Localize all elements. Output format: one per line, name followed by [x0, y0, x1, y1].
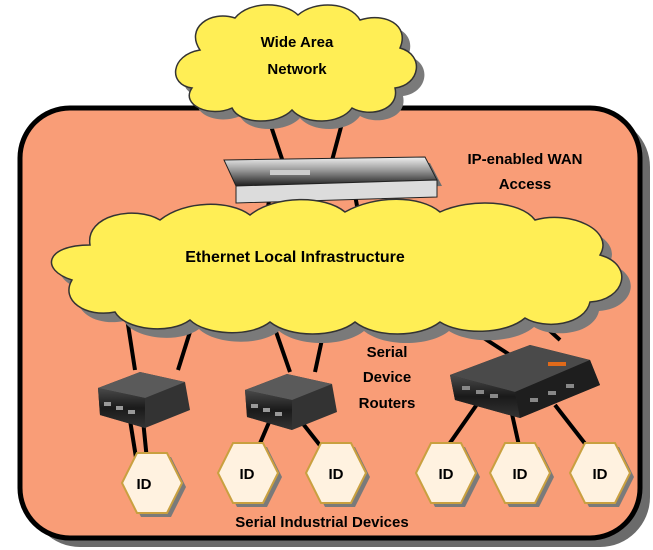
industrial-device-3-label: ID — [329, 466, 344, 483]
ethernet-cloud-label: Ethernet Local Infrastructure — [185, 249, 405, 266]
wan-cloud: Wide Area Network — [175, 4, 425, 130]
industrial-device-1: ID — [120, 452, 186, 517]
ethernet-cloud: Ethernet Local Infrastructure — [50, 198, 631, 343]
industrial-device-6: ID — [568, 442, 634, 507]
router-label-line3: Routers — [359, 395, 416, 412]
industrial-device-5-label: ID — [513, 466, 528, 483]
industrial-device-2-label: ID — [240, 466, 255, 483]
industrial-device-hexes: ID ID ID ID ID ID — [120, 442, 634, 517]
industrial-device-3: ID — [304, 442, 370, 507]
wan-cloud-label-line2: Network — [267, 61, 327, 78]
wan-access-label-line1: IP-enabled WAN — [467, 151, 582, 168]
serial-device-router-1 — [98, 372, 190, 428]
wan-cloud-label-line1: Wide Area — [261, 34, 334, 51]
serial-industrial-devices-caption: Serial Industrial Devices — [235, 514, 408, 531]
industrial-device-6-label: ID — [593, 466, 608, 483]
serial-device-router-2 — [245, 374, 337, 430]
industrial-device-2: ID — [216, 442, 282, 507]
wan-access-device — [223, 156, 442, 204]
industrial-device-4-label: ID — [439, 466, 454, 483]
industrial-device-1-label: ID — [137, 476, 152, 493]
router-label-line2: Device — [363, 369, 411, 386]
serial-device-router-3 — [450, 345, 600, 418]
router-label-line1: Serial — [367, 344, 408, 361]
industrial-device-5: ID — [488, 442, 554, 507]
industrial-device-4: ID — [414, 442, 480, 507]
wan-access-label-line2: Access — [499, 176, 552, 193]
